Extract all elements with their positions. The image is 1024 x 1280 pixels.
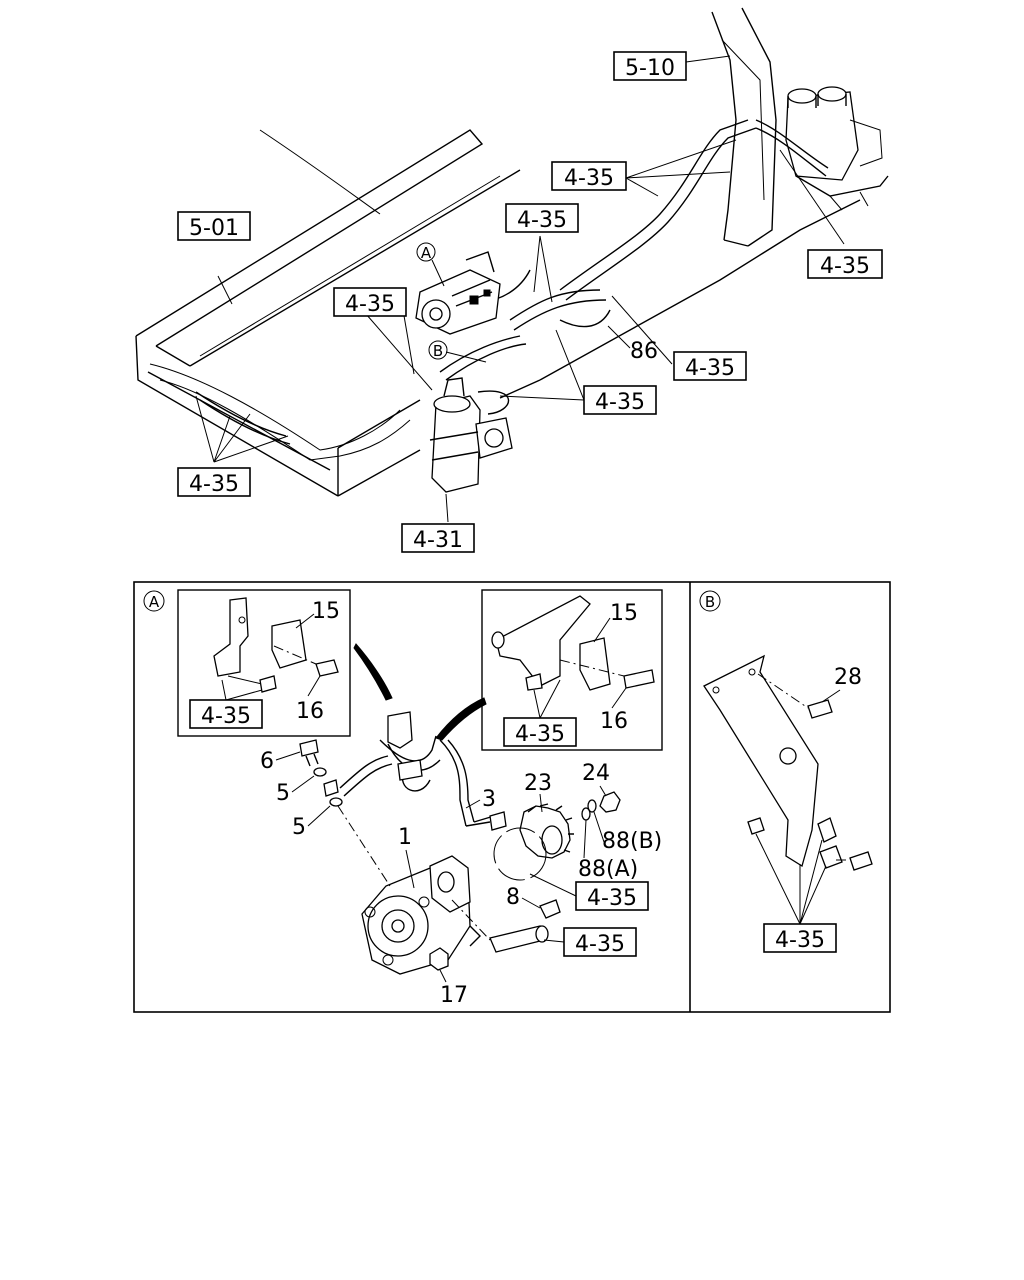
inset-left: 15 16 4-35 <box>177 589 351 737</box>
frame-rail <box>135 129 861 497</box>
top-leaders <box>195 55 845 523</box>
part-23-label: 23 <box>524 771 552 796</box>
gear-box <box>429 377 513 493</box>
callout-b-detail-label: B <box>705 593 715 611</box>
detail-a-ref-2: 4-35 <box>543 927 637 957</box>
inset-right: 15 16 4-35 <box>481 589 663 751</box>
detail-a: A 15 16 4-35 <box>143 589 663 1008</box>
detail-panels <box>133 581 891 1013</box>
callout-b-top: B <box>428 340 487 363</box>
part-1-label: 1 <box>398 825 412 850</box>
bracket-plate <box>703 654 873 871</box>
ref-4-35-a: 4-35 <box>551 161 627 191</box>
ref-4-35-b-label: 4-35 <box>517 208 567 233</box>
callout-b-top-label: B <box>433 342 443 360</box>
ref-4-35-f: 4-35 <box>583 385 657 415</box>
pointer-wedge-right <box>435 697 487 741</box>
part-24-label: 24 <box>582 761 610 786</box>
cab-pillar <box>711 7 777 247</box>
detail-b-ref: 4-35 <box>755 833 837 953</box>
ref-4-35-d: 4-35 <box>333 287 407 317</box>
part-28-leader <box>821 689 841 703</box>
part-86-label: 86 <box>630 339 658 364</box>
part-17-label: 17 <box>440 983 468 1008</box>
inset-right-part-16: 16 <box>600 709 628 734</box>
ref-4-35-e-label: 4-35 <box>685 356 735 381</box>
inset-left-ref-label: 4-35 <box>201 704 251 729</box>
part-5b-label: 5 <box>292 815 306 840</box>
ref-4-35-c: 4-35 <box>807 249 883 279</box>
ref-5-10: 5-10 <box>613 51 687 81</box>
callout-a-top-label: A <box>421 244 432 262</box>
ref-5-01-label: 5-01 <box>189 216 239 241</box>
ref-5-10-label: 5-10 <box>625 56 675 81</box>
inset-left-part-16: 16 <box>296 699 324 724</box>
fittings-6-5: 6 5 5 3 <box>260 739 496 840</box>
top-assembly: A B 5-10 4-35 5-01 4-35 4-35 <box>135 7 889 553</box>
ref-4-35-g-label: 4-35 <box>189 472 239 497</box>
part-6-label: 6 <box>260 749 274 774</box>
ref-5-01: 5-01 <box>177 211 251 241</box>
pointer-wedge-left <box>353 643 393 701</box>
ref-4-35-d-label: 4-35 <box>345 292 395 317</box>
ref-4-35-f-label: 4-35 <box>595 390 645 415</box>
nut-17: 17 <box>429 947 468 1008</box>
part-86-top: 86 <box>630 339 658 364</box>
inset-right-part-15: 15 <box>610 601 638 626</box>
part-88b-label: 88(B) <box>602 829 662 854</box>
ref-4-35-g: 4-35 <box>177 467 251 497</box>
pipe-lines <box>195 119 829 445</box>
part-28-label: 28 <box>834 665 862 690</box>
callout-a-top: A <box>416 242 445 287</box>
callout-a-detail: A <box>143 590 165 612</box>
drive-gear: 23 24 88(B) 88(A) <box>493 761 662 882</box>
part-8-label: 8 <box>506 885 520 910</box>
pipe-bracket <box>339 711 507 831</box>
ref-4-35-a-label: 4-35 <box>564 166 614 191</box>
bolt-8: 8 <box>451 885 561 953</box>
ref-4-31: 4-31 <box>401 523 475 553</box>
ref-4-35-b: 4-35 <box>505 203 579 233</box>
detail-a-ref-1-label: 4-35 <box>587 886 637 911</box>
part-5a-label: 5 <box>276 781 290 806</box>
detail-b-ref-label: 4-35 <box>775 928 825 953</box>
pump-assembly <box>415 251 501 335</box>
detail-a-ref-1: 4-35 <box>529 873 649 911</box>
detail-b: B 28 4-35 <box>699 590 873 953</box>
detail-a-ref-2-label: 4-35 <box>575 932 625 957</box>
part-3-label: 3 <box>482 787 496 812</box>
callout-b-detail: B <box>699 590 721 612</box>
part-88a-label: 88(A) <box>578 857 638 882</box>
callout-a-detail-label: A <box>149 593 160 611</box>
ref-4-31-label: 4-31 <box>413 528 463 553</box>
pump-body: 1 <box>337 805 481 975</box>
ref-4-35-e: 4-35 <box>673 351 747 381</box>
inset-left-part-15: 15 <box>312 599 340 624</box>
ref-4-35-c-label: 4-35 <box>820 254 870 279</box>
inset-right-ref-label: 4-35 <box>515 722 565 747</box>
